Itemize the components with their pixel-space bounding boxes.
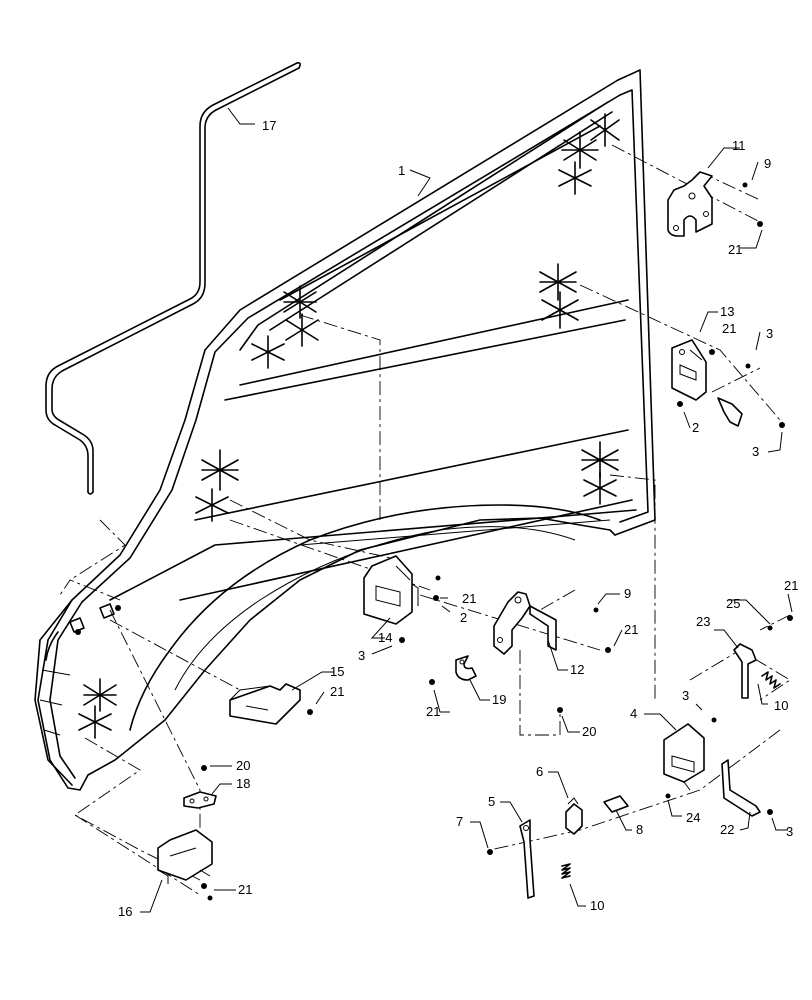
fastener-21e — [429, 679, 435, 685]
fastener-9b — [593, 607, 599, 613]
fastener-3d — [711, 717, 717, 723]
callout-21b: 21 — [722, 321, 736, 336]
strap-part-22 — [721, 759, 761, 817]
callout-10a: 10 — [774, 698, 788, 713]
fastener-20a — [201, 765, 207, 771]
callout-21a: 21 — [728, 242, 742, 257]
fastener-7 — [487, 849, 493, 855]
fastener-3e — [767, 809, 773, 815]
block-part-6 — [565, 797, 583, 835]
callout-14: 14 — [378, 630, 392, 645]
fender-panel-part-1 — [34, 69, 656, 791]
callout-2a: 2 — [692, 420, 699, 435]
callout-3e: 3 — [786, 824, 793, 839]
callout-13: 13 — [720, 304, 734, 319]
leader-lines — [140, 107, 793, 913]
rod-part-17 — [45, 62, 301, 495]
callout-24: 24 — [686, 810, 700, 825]
fastener-marks — [78, 113, 620, 739]
callout-1: 1 — [398, 163, 405, 178]
callout-16: 16 — [118, 904, 132, 919]
callout-6: 6 — [536, 764, 543, 779]
callout-4: 4 — [630, 706, 637, 721]
latch-part-13b — [717, 397, 743, 427]
callout-8: 8 — [636, 822, 643, 837]
fastener-2b — [433, 595, 439, 601]
callout-21f: 21 — [330, 684, 344, 699]
callout-2b: 2 — [460, 610, 467, 625]
callout-21d: 21 — [624, 622, 638, 637]
bracket-part-4 — [663, 723, 705, 791]
callout-21h: 21 — [784, 578, 798, 593]
spring-part-10b — [561, 863, 571, 879]
arm-part-5 — [519, 819, 535, 899]
callout-19: 19 — [492, 692, 506, 707]
callout-25: 25 — [726, 596, 740, 611]
fastener-3c — [399, 637, 405, 643]
callout-3d: 3 — [682, 688, 689, 703]
fastener-3b — [779, 422, 785, 428]
fastener-20b — [557, 707, 563, 713]
callout-9b: 9 — [624, 586, 631, 601]
fastener-24 — [665, 793, 671, 799]
callout-7: 7 — [456, 814, 463, 829]
fastener-2a — [677, 401, 683, 407]
callout-21e: 21 — [426, 704, 440, 719]
fastener-21f — [307, 709, 313, 715]
bracket-part-16 — [157, 829, 213, 884]
callout-20b: 20 — [582, 724, 596, 739]
callout-labels: 1 17 11 9 21 13 21 3 2 3 21 2 14 3 9 21 … — [118, 118, 798, 919]
fastener-21b — [709, 349, 715, 355]
callout-18: 18 — [236, 776, 250, 791]
clip-part-19 — [455, 655, 477, 681]
fastener-21d — [605, 647, 611, 653]
fastener-21c — [435, 575, 441, 581]
fastener-21h — [787, 615, 793, 621]
callout-10b: 10 — [590, 898, 604, 913]
callout-9a: 9 — [764, 156, 771, 171]
callout-21c: 21 — [462, 591, 476, 606]
fastener-21a — [757, 221, 763, 227]
lever-part-23 — [733, 643, 757, 699]
bracket-part-14 — [363, 555, 419, 625]
callout-12: 12 — [570, 662, 584, 677]
callout-3b: 3 — [752, 444, 759, 459]
spring-part-10a — [761, 671, 781, 689]
fastener-21g2 — [207, 895, 213, 901]
bracket-part-15 — [229, 683, 301, 725]
callout-5: 5 — [488, 794, 495, 809]
plate-part-8 — [603, 795, 629, 813]
callout-15: 15 — [330, 664, 344, 679]
plate-part-18 — [183, 791, 217, 809]
callout-22: 22 — [720, 822, 734, 837]
callout-21g: 21 — [238, 882, 252, 897]
bracket-part-13 — [671, 339, 707, 401]
callout-3c: 3 — [358, 648, 365, 663]
callout-11: 11 — [732, 138, 746, 153]
callout-17: 17 — [262, 118, 276, 133]
callout-23: 23 — [696, 614, 710, 629]
fastener-3a — [745, 363, 751, 369]
fastener-9a — [742, 182, 748, 188]
callout-3a: 3 — [766, 326, 773, 341]
fastener-25 — [767, 625, 773, 631]
bracket-part-11 — [667, 171, 713, 237]
bracket-part-12 — [493, 591, 557, 655]
callout-20a: 20 — [236, 758, 250, 773]
assembly-lines — [59, 144, 791, 896]
fastener-21g — [201, 883, 207, 889]
